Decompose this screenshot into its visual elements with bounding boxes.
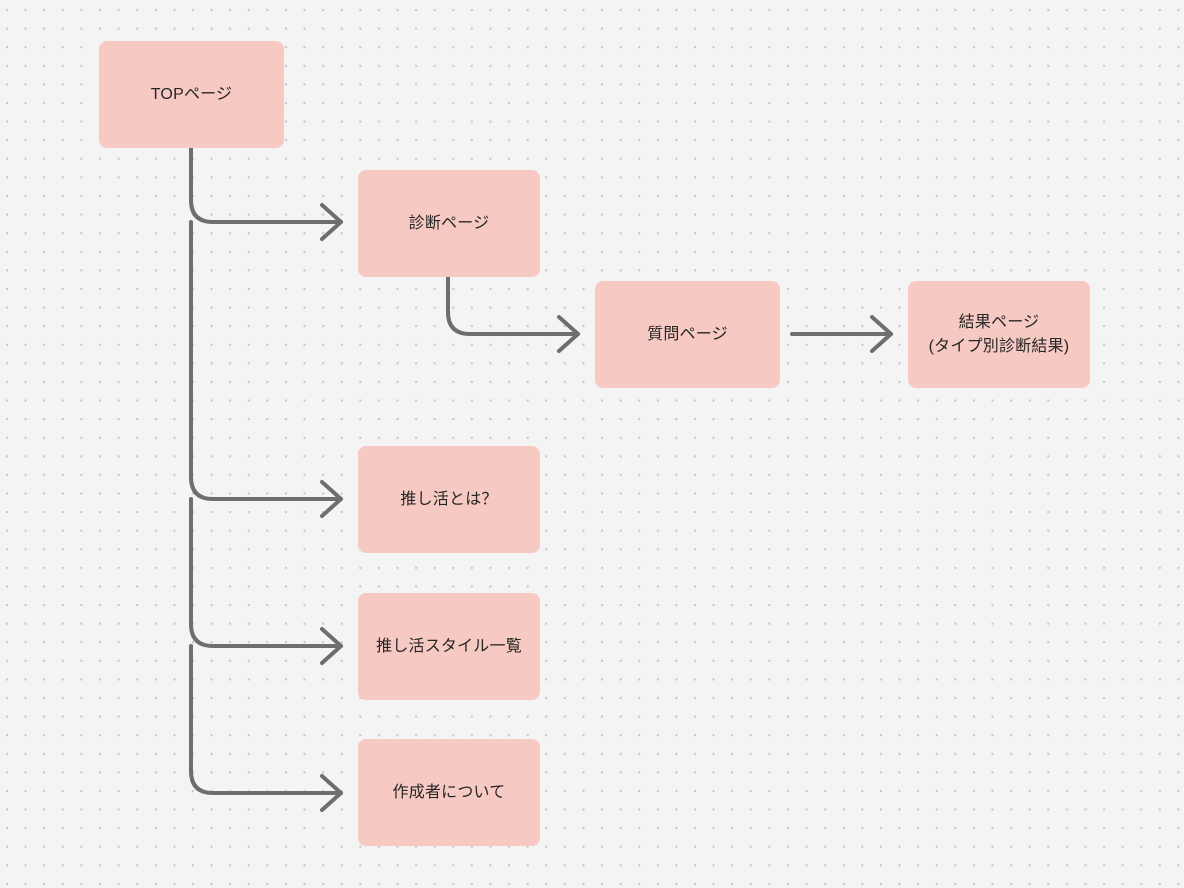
- edge-top-style: [189, 497, 343, 665]
- node-style-list[interactable]: 推し活スタイル一覧: [358, 593, 540, 700]
- node-shitsumon-page[interactable]: 質問ページ: [595, 281, 780, 388]
- arrowhead-icon: [320, 774, 343, 812]
- node-author-about[interactable]: 作成者について: [358, 739, 540, 846]
- node-label: 作成者について: [392, 783, 506, 801]
- node-shindan-page[interactable]: 診断ページ: [358, 170, 540, 277]
- edge-top-shindan: [189, 146, 343, 241]
- edge-shindan-shitsumon: [446, 275, 580, 353]
- node-kekka-page[interactable]: 結果ページ (タイプ別診断結果): [908, 281, 1090, 388]
- node-top-page[interactable]: TOPページ: [99, 41, 284, 148]
- node-label: 推し活スタイル一覧: [376, 637, 522, 655]
- arrowhead-icon: [870, 315, 893, 353]
- node-label: 結果ページ (タイプ別診断結果): [928, 314, 1070, 355]
- arrowhead-icon: [557, 315, 580, 353]
- arrowhead-icon: [320, 203, 343, 241]
- edge-top-oshikatsu: [189, 220, 343, 518]
- edge-top-author: [189, 644, 343, 812]
- node-label: 推し活とは？: [400, 490, 498, 508]
- node-label: 質問ページ: [647, 325, 728, 343]
- node-label: TOPページ: [150, 85, 233, 103]
- arrowhead-icon: [320, 627, 343, 665]
- node-oshikatsu-about[interactable]: 推し活とは？: [358, 446, 540, 553]
- node-label: 診断ページ: [408, 214, 490, 232]
- edge-shitsumon-kekka: [790, 315, 893, 353]
- arrowhead-icon: [320, 480, 343, 518]
